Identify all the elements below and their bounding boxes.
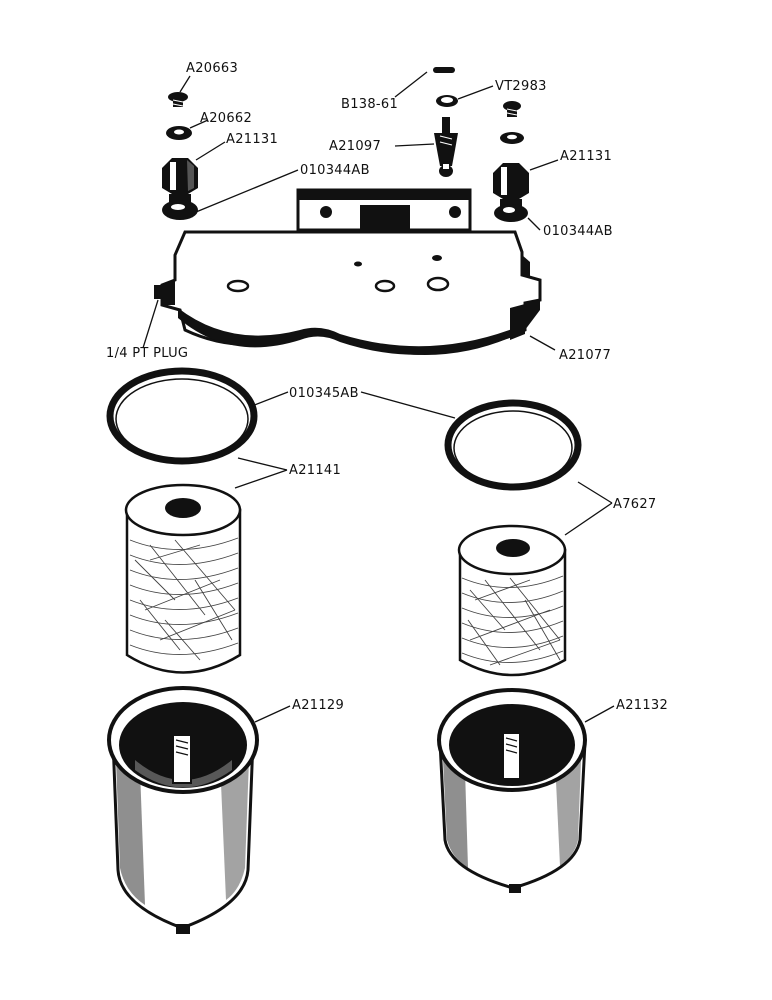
label-valve: A21097 xyxy=(329,139,381,154)
label-bolt-left: A21131 xyxy=(226,132,278,147)
label-bolt-right: A21131 xyxy=(560,149,612,164)
label-bowl-right: A21132 xyxy=(616,698,668,713)
leader-lines xyxy=(142,71,615,723)
label-oring-left: 010344AB xyxy=(300,163,370,178)
washer-vt2983 xyxy=(436,95,458,107)
label-filter-base: A21077 xyxy=(559,348,611,363)
bowl-left-a21129 xyxy=(107,686,259,934)
gasket-right xyxy=(444,399,582,491)
filter-element-right xyxy=(457,524,567,677)
bolt-right-a21131 xyxy=(493,163,529,222)
gasket-left xyxy=(106,367,258,465)
lock-washer-right xyxy=(500,132,524,144)
label-gasket: 010345AB xyxy=(289,386,359,401)
label-oring-right: 010344AB xyxy=(543,224,613,239)
bowl-right-a21132 xyxy=(437,688,587,893)
screw-right xyxy=(503,101,521,117)
filter-base-a21077 xyxy=(154,188,542,355)
label-lock-washer: A20662 xyxy=(200,111,252,126)
pin-b138-61 xyxy=(433,67,455,73)
bolt-left-a21131 xyxy=(162,158,198,220)
screw-a20663 xyxy=(168,92,188,107)
label-plug: 1/4 PT PLUG xyxy=(106,346,188,361)
label-screw: A20663 xyxy=(186,61,238,76)
label-element-right: A7627 xyxy=(613,497,656,512)
valve-a21097 xyxy=(434,117,458,177)
label-element-left: A21141 xyxy=(289,463,341,478)
label-valve-washer: VT2983 xyxy=(495,79,547,94)
label-pin: B138-61 xyxy=(341,97,398,112)
labels: A20663 A20662 A21131 010344AB B138-61 VT… xyxy=(106,61,668,713)
filter-element-left xyxy=(124,483,242,674)
label-bowl-left: A21129 xyxy=(292,698,344,713)
lock-washer-a20662 xyxy=(166,126,192,140)
